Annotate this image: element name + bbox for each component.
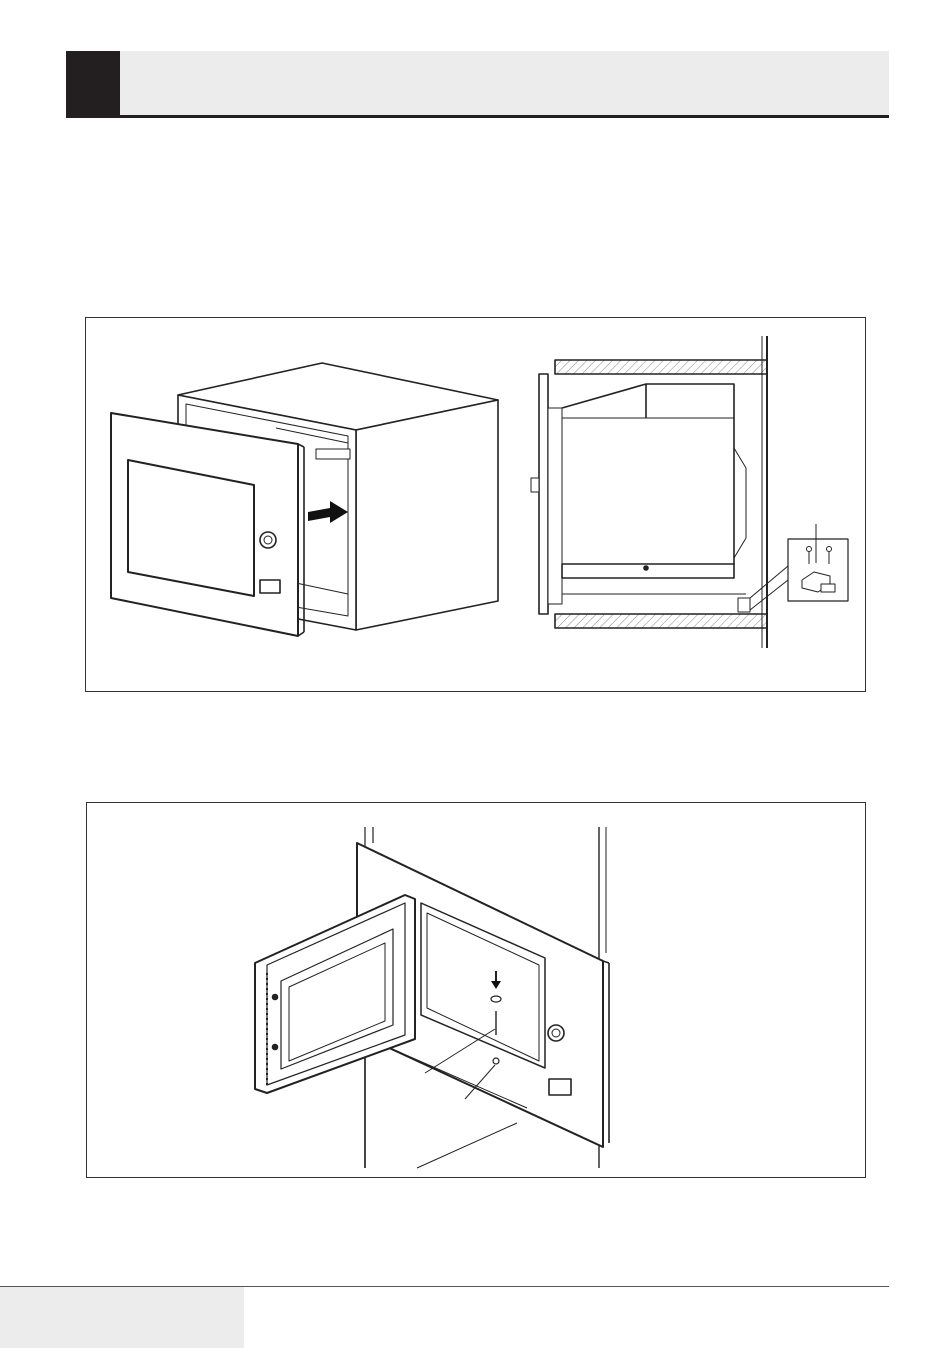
microwave-front (111, 413, 304, 636)
cross-section-view (531, 336, 848, 648)
header-divider (66, 115, 889, 118)
figure-door-open-fixing (86, 802, 866, 1178)
open-door (255, 895, 415, 1093)
section-number-block (66, 51, 120, 115)
section-header-bar (66, 51, 889, 115)
figure-installation-insert (85, 317, 866, 692)
door-open-fixing-illustration (87, 803, 865, 1177)
installation-insert-illustration (86, 318, 865, 691)
footer-tab (0, 1287, 244, 1348)
